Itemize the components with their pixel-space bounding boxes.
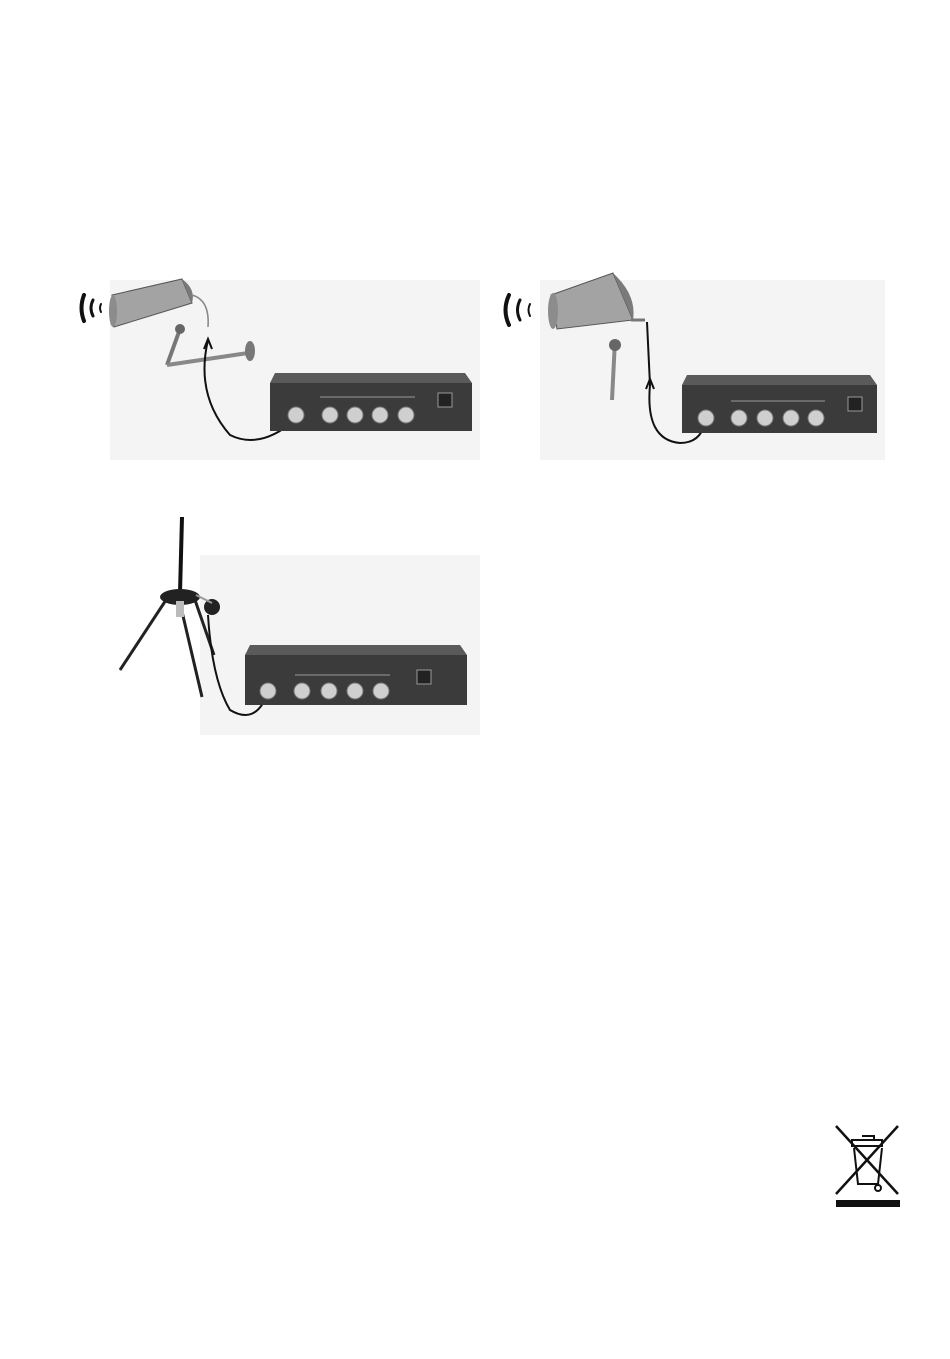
antenna-splitter-icon [270,373,472,431]
figure-tripod-antenna [100,505,480,735]
figure-wall-mounted-antenna [70,265,480,465]
tripod-antenna-setup-illustration [100,505,480,735]
stand-antenna-setup-illustration [495,265,885,465]
antenna-splitter-icon [245,645,467,705]
radio-waves-icon [506,295,531,325]
radio-waves-icon [82,295,102,321]
figure-stand-mounted-antenna [495,265,885,465]
wall-antenna-setup-illustration [70,265,480,465]
antenna-splitter-icon [682,375,877,433]
weee-symbol [832,1122,904,1210]
crossed-out-wheelie-bin-icon [832,1122,904,1210]
